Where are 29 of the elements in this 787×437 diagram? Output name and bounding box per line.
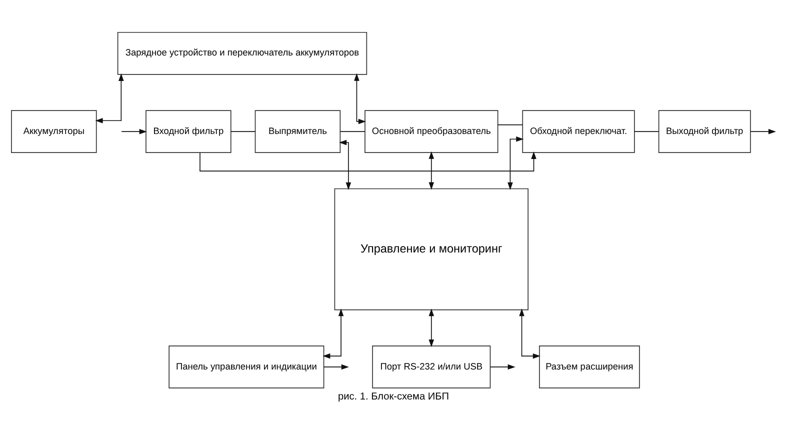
node-box: Обходной переключат. <box>522 110 635 152</box>
arrow <box>428 150 434 190</box>
node-box: Входной фильтр <box>146 110 232 152</box>
node-box: Панель управления и индикации <box>168 345 324 388</box>
arrow <box>354 72 366 124</box>
arrow <box>428 308 434 347</box>
arrow <box>750 128 776 134</box>
arrow <box>322 308 344 358</box>
node-box: Основной преобразователь <box>364 110 498 152</box>
node-box: Выпрямитель <box>254 110 341 152</box>
arrow <box>95 72 124 123</box>
arrow <box>519 308 540 358</box>
arrow <box>339 139 352 190</box>
arrow <box>121 128 147 134</box>
node-box: Аккумуляторы <box>11 110 97 152</box>
connector <box>230 130 256 132</box>
connector <box>340 130 366 132</box>
node-box: Управление и мониторинг <box>334 188 528 310</box>
arrow <box>508 136 524 190</box>
caption: рис. 1. Блок-схема ИБП <box>338 390 449 402</box>
node-box: Порт RS-232 и/или USB <box>372 345 491 388</box>
node-box: Выходной фильтр <box>658 110 751 152</box>
node-box: Зарядное устройство и переключатель аккумуляторов <box>117 31 368 74</box>
connector <box>497 124 523 125</box>
arrow <box>490 364 516 370</box>
connector <box>634 130 659 132</box>
arrow <box>323 364 349 370</box>
arrow <box>200 150 536 171</box>
node-box: Разъем расширения <box>539 345 640 388</box>
